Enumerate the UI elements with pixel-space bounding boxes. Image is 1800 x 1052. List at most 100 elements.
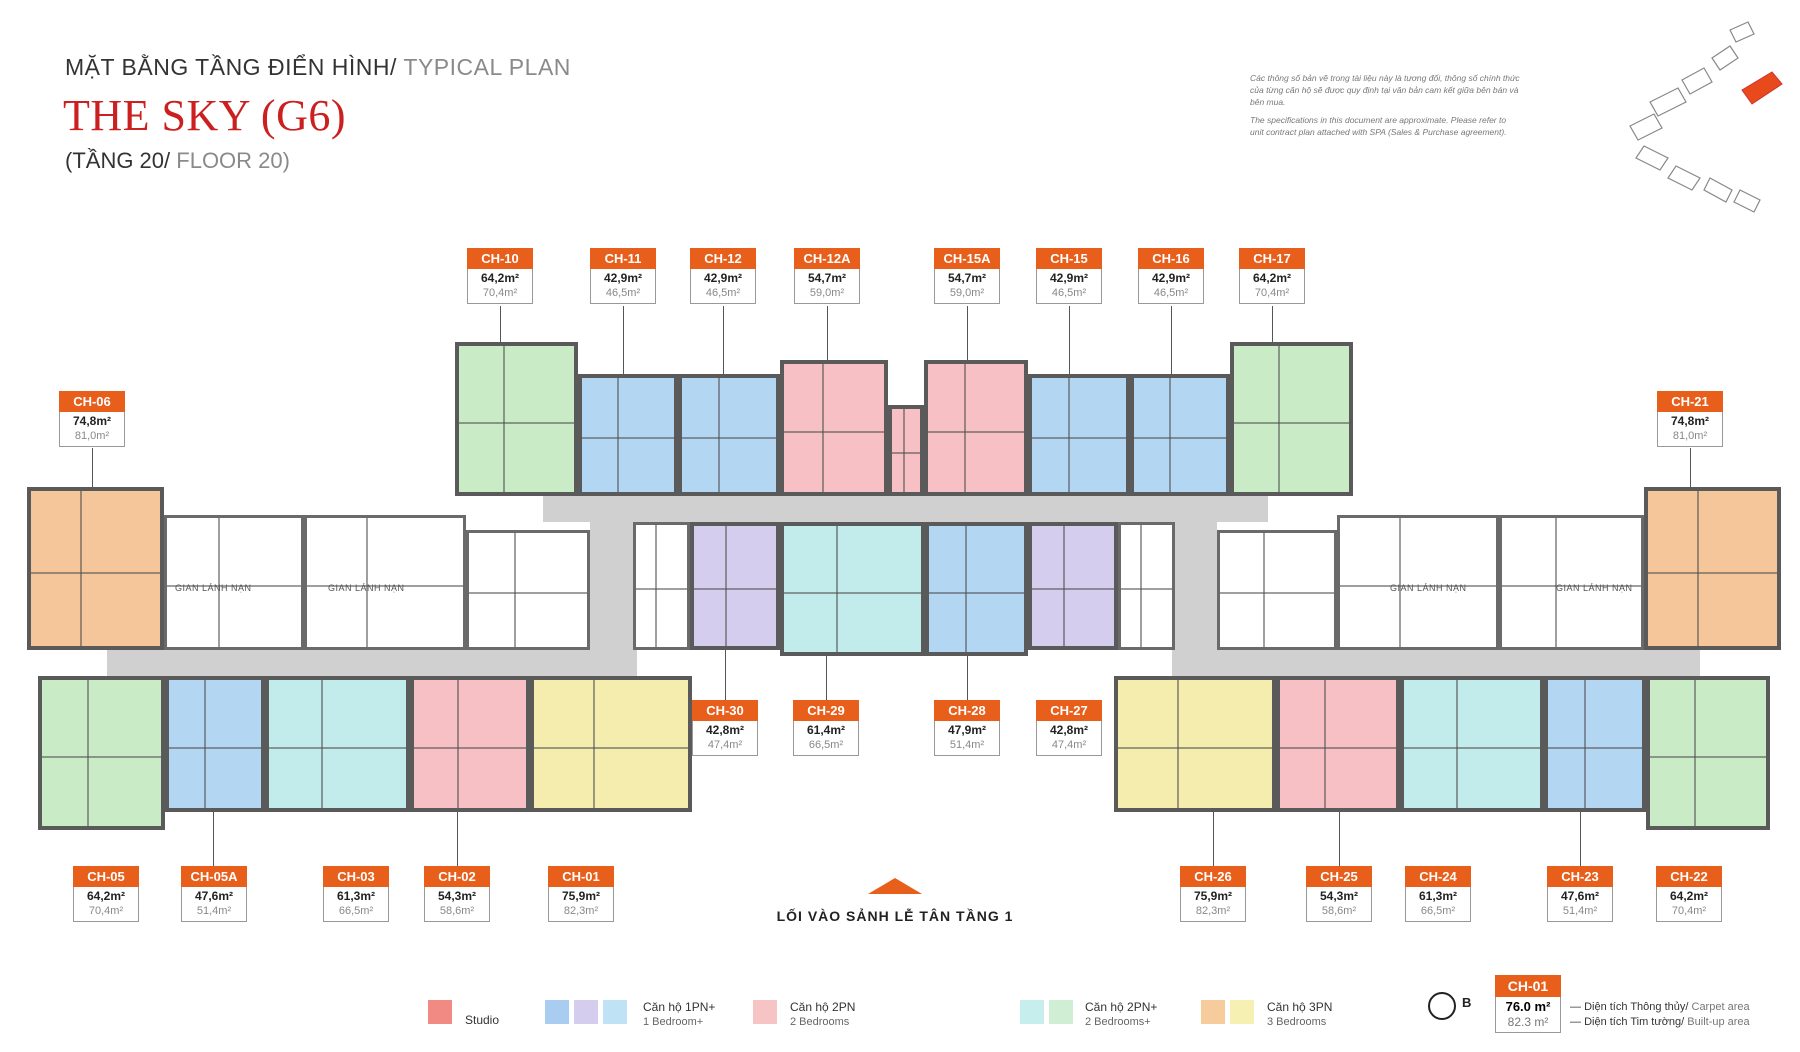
carpet-area: 42,8m²: [705, 723, 745, 737]
unit-code: CH-12: [690, 248, 756, 269]
unit-code: CH-15: [1036, 248, 1102, 269]
unit-ch-02[interactable]: [410, 676, 530, 812]
unit-ch-21[interactable]: [1644, 487, 1781, 650]
unit-code: CH-26: [1180, 866, 1246, 887]
leader-ch-30: [725, 650, 726, 700]
corridor-link-right: [1172, 496, 1217, 676]
key-built: 82.3 m²: [1507, 1015, 1549, 1029]
unit-ch-29[interactable]: [780, 522, 925, 656]
floor-vi: (TẦNG 20/: [65, 148, 171, 173]
legend-1-bedroom-plus: Căn hộ 1PN+1 Bedroom+: [643, 1000, 715, 1029]
unit-ch-05[interactable]: [38, 676, 165, 830]
legend-2bp-vi: Căn hộ 2PN+: [1085, 1000, 1158, 1014]
unit-code: CH-29: [793, 700, 859, 721]
carpet-area: 75,9m²: [561, 889, 601, 903]
refuge-label-left-1: GIAN LÁNH NẠN: [175, 583, 252, 593]
subtitle-vi: MẶT BẰNG TẦNG ĐIỂN HÌNH/: [65, 54, 397, 80]
key-areas: 76.0 m² 82.3 m²: [1495, 997, 1561, 1033]
unit-ch-22[interactable]: [1646, 676, 1770, 830]
unit-core-top: [888, 405, 924, 496]
service-core-right: [1217, 530, 1337, 650]
unit-code: CH-25: [1306, 866, 1372, 887]
stair-core-left: [633, 522, 690, 650]
unit-ch-05a[interactable]: [165, 676, 265, 812]
legend-swatch-1bp-a: [545, 1000, 569, 1024]
unit-code: CH-17: [1239, 248, 1305, 269]
unit-code: CH-05: [73, 866, 139, 887]
unit-ch-28[interactable]: [925, 522, 1028, 656]
legend-studio-label: Studio: [465, 1013, 500, 1027]
built-up-area: 70,4m²: [1254, 287, 1290, 299]
unit-ch-15a[interactable]: [924, 360, 1028, 496]
built-up-area: 82,3m²: [563, 905, 599, 917]
key-code: CH-01: [1495, 975, 1561, 997]
key-carpet-en: Carpet area: [1691, 1001, 1750, 1013]
built-up-area: 46,5m²: [705, 287, 741, 299]
legend-2b-vi: Căn hộ 2PN: [790, 1000, 856, 1014]
built-up-area: 66,5m²: [808, 739, 844, 751]
unit-ch-17[interactable]: [1230, 342, 1353, 496]
built-up-area: 51,4m²: [949, 739, 985, 751]
legend-swatch-2b: [753, 1000, 777, 1024]
unit-ch-26[interactable]: [1114, 676, 1276, 812]
unit-ch-01[interactable]: [530, 676, 692, 812]
service-core-left: [466, 530, 590, 650]
unit-code: CH-23: [1547, 866, 1613, 887]
leader-ch-25: [1339, 812, 1340, 866]
built-up-area: 70,4m²: [482, 287, 518, 299]
unit-ch-15[interactable]: [1028, 374, 1130, 496]
key-carpet-desc: — Diện tích Thông thủy/ Carpet area: [1570, 1001, 1750, 1013]
unit-ch-11[interactable]: [578, 374, 678, 496]
carpet-area: 74,8m²: [1670, 414, 1710, 428]
unit-ch-27[interactable]: [1028, 522, 1118, 650]
unit-ch-12a[interactable]: [780, 360, 888, 496]
unit-ch-12[interactable]: [678, 374, 780, 496]
carpet-area: 42,9m²: [1049, 271, 1089, 285]
unit-ch-24[interactable]: [1400, 676, 1544, 812]
refuge-room-left-2: [304, 515, 466, 650]
leader-ch-29: [826, 656, 827, 700]
unit-ch-16[interactable]: [1130, 374, 1230, 496]
unit-ch-30[interactable]: [690, 522, 780, 650]
unit-ch-25[interactable]: [1276, 676, 1400, 812]
plan-title: THE SKY (G6): [63, 91, 346, 140]
legend-swatch-2bp-b: [1049, 1000, 1073, 1024]
unit-ch-03[interactable]: [265, 676, 410, 812]
unit-ch-10[interactable]: [455, 342, 578, 496]
unit-ch-06[interactable]: [27, 487, 164, 650]
unit-ch-23[interactable]: [1544, 676, 1646, 812]
key-carpet: 76.0 m²: [1505, 999, 1551, 1014]
unit-code: CH-06: [59, 391, 125, 412]
